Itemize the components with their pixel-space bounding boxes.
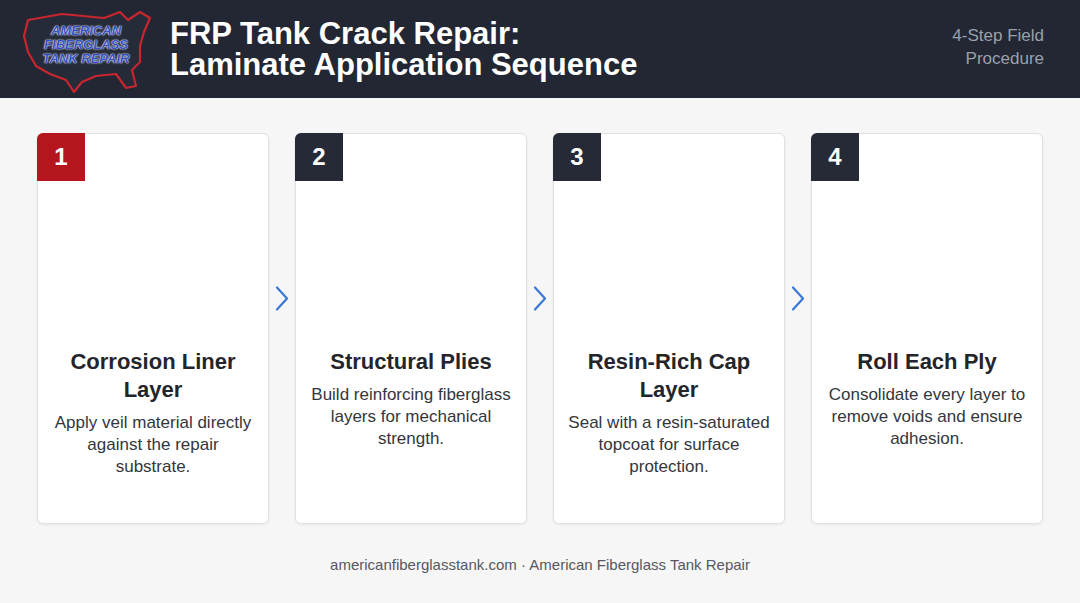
logo-text: AMERICAN FIBERGLASS TANK REPAIR (38, 24, 134, 66)
flow-chevron (793, 288, 803, 310)
step-card: Structural PliesBuild reinforcing fiberg… (295, 133, 527, 524)
step-number: 1 (54, 145, 67, 169)
logo-map (24, 12, 150, 92)
step-card: Resin-Rich Cap LayerSeal with a resin-sa… (553, 133, 785, 524)
step-number: 3 (570, 145, 583, 169)
step-number: 2 (312, 145, 325, 169)
step-number-badge: 3 (553, 133, 601, 181)
step-heading: Structural Plies (310, 348, 512, 376)
step-description: Consolidate every layer to remove voids … (826, 384, 1028, 450)
step-number: 4 (828, 145, 841, 169)
step-number-badge: 1 (37, 133, 85, 181)
flow-chevron (535, 288, 545, 310)
step-heading: Resin-Rich Cap Layer (568, 348, 770, 404)
step-card: Corrosion Liner LayerApply veil material… (37, 133, 269, 524)
step-heading: Roll Each Ply (826, 348, 1028, 376)
step-heading: Corrosion Liner Layer (52, 348, 254, 404)
step-number-badge: 4 (811, 133, 859, 181)
step-number-badge: 2 (295, 133, 343, 181)
footer-note: americanfiberglasstank.com · American Fi… (140, 555, 940, 575)
step-card: Roll Each PlyConsolidate every layer to … (811, 133, 1043, 524)
step-description: Apply veil material directly against the… (52, 412, 254, 478)
step-description: Build reinforcing fiberglass layers for … (310, 384, 512, 450)
diagram-title: FRP Tank Crack Repair: Laminate Applicat… (170, 18, 655, 80)
flow-chevron (277, 288, 287, 310)
step-description: Seal with a resin-saturated topcoat for … (568, 412, 770, 478)
subtitle: 4-Step Field Procedure (914, 24, 1044, 70)
